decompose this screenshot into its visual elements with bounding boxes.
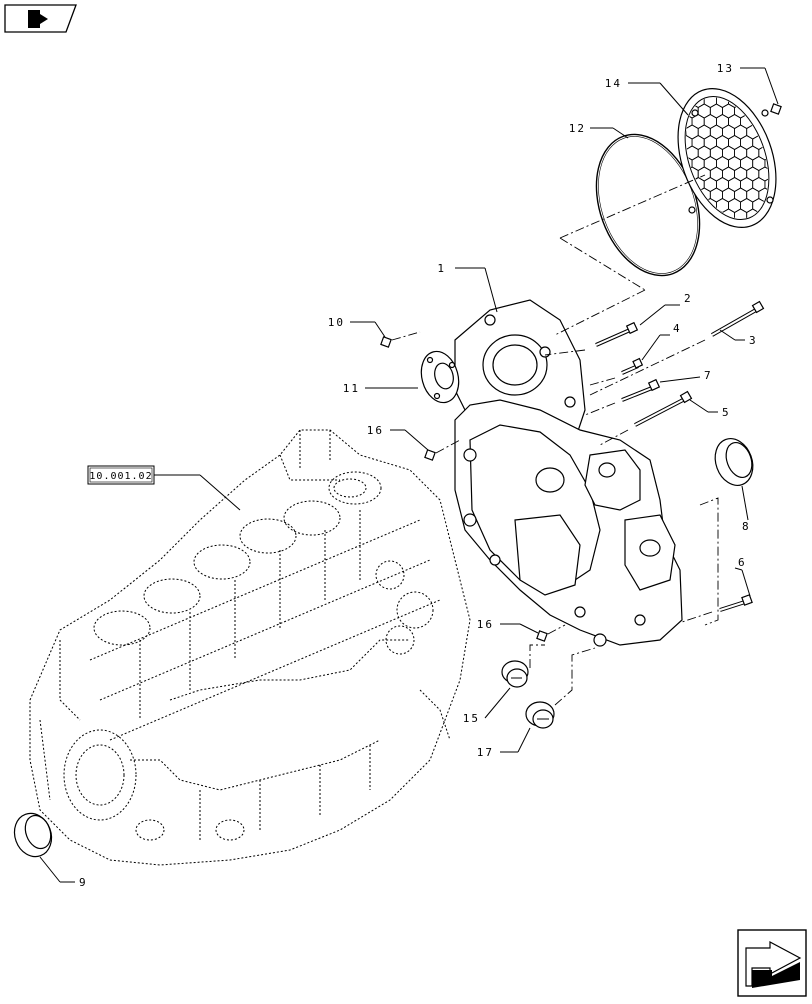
honeycomb-cell	[673, 86, 687, 98]
callout-7: 7	[704, 369, 713, 382]
honeycomb-cell	[673, 208, 687, 224]
honeycomb-cell	[703, 219, 717, 230]
part-2-bolt: 2	[544, 292, 693, 356]
part-7-bolt: 7	[584, 369, 713, 416]
honeycomb-cell	[679, 219, 693, 230]
part-17-plug: 17	[477, 647, 596, 759]
book-arrow-icon[interactable]	[4, 4, 77, 33]
callout-9: 9	[79, 876, 88, 889]
part-6-bolt: 6	[681, 556, 753, 623]
honeycomb-cell	[673, 187, 687, 203]
honeycomb-cell	[752, 93, 766, 108]
assembly-centerlines	[554, 174, 706, 336]
reference-label: 10.001.02	[89, 471, 152, 482]
callout-14: 14	[605, 77, 622, 90]
part-14-cover-plate: 14	[605, 77, 778, 230]
callout-8: 8	[742, 520, 751, 533]
part-8-seal: 8	[699, 438, 754, 626]
callout-1: 1	[437, 262, 446, 275]
honeycomb-cell	[691, 219, 705, 230]
honeycomb-cell	[734, 86, 748, 98]
part-15-plug: 15	[463, 644, 545, 725]
callout-17: 17	[477, 746, 494, 759]
part-16-lower-bolt: 16	[477, 618, 566, 642]
callout-10: 10	[328, 316, 345, 329]
callout-16-lower: 16	[477, 618, 494, 631]
part-4-bolt: 4	[589, 322, 682, 386]
honeycomb-cell	[746, 86, 760, 98]
part-9-seal: 9	[13, 812, 88, 889]
callout-5: 5	[722, 406, 731, 419]
part-13-screw: 13	[717, 62, 782, 115]
part-11-flange: 11	[343, 350, 460, 404]
callout-4: 4	[673, 322, 682, 335]
callout-15: 15	[463, 712, 480, 725]
part-10-bolt: 10	[328, 316, 421, 348]
reference-box[interactable]: 10.001.02	[87, 465, 241, 511]
callout-12: 12	[569, 122, 586, 135]
next-page-arrow-icon[interactable]	[737, 929, 807, 997]
part-1-timing-cover: 1	[437, 262, 683, 647]
callout-2: 2	[684, 292, 693, 305]
part-5-long-bolt: 5	[599, 390, 731, 446]
callout-13: 13	[717, 62, 734, 75]
honeycomb-cell	[764, 114, 778, 129]
callout-3: 3	[749, 334, 758, 347]
callout-11: 11	[343, 382, 360, 395]
honeycomb-cell	[764, 219, 778, 230]
honeycomb-cell	[758, 86, 772, 98]
part-3-long-bolt: 3	[589, 300, 765, 396]
engine-block-phantom	[29, 429, 471, 866]
callout-16-upper: 16	[367, 424, 384, 437]
callout-6: 6	[738, 556, 747, 569]
part-16-upper-bolt: 16	[367, 424, 461, 461]
